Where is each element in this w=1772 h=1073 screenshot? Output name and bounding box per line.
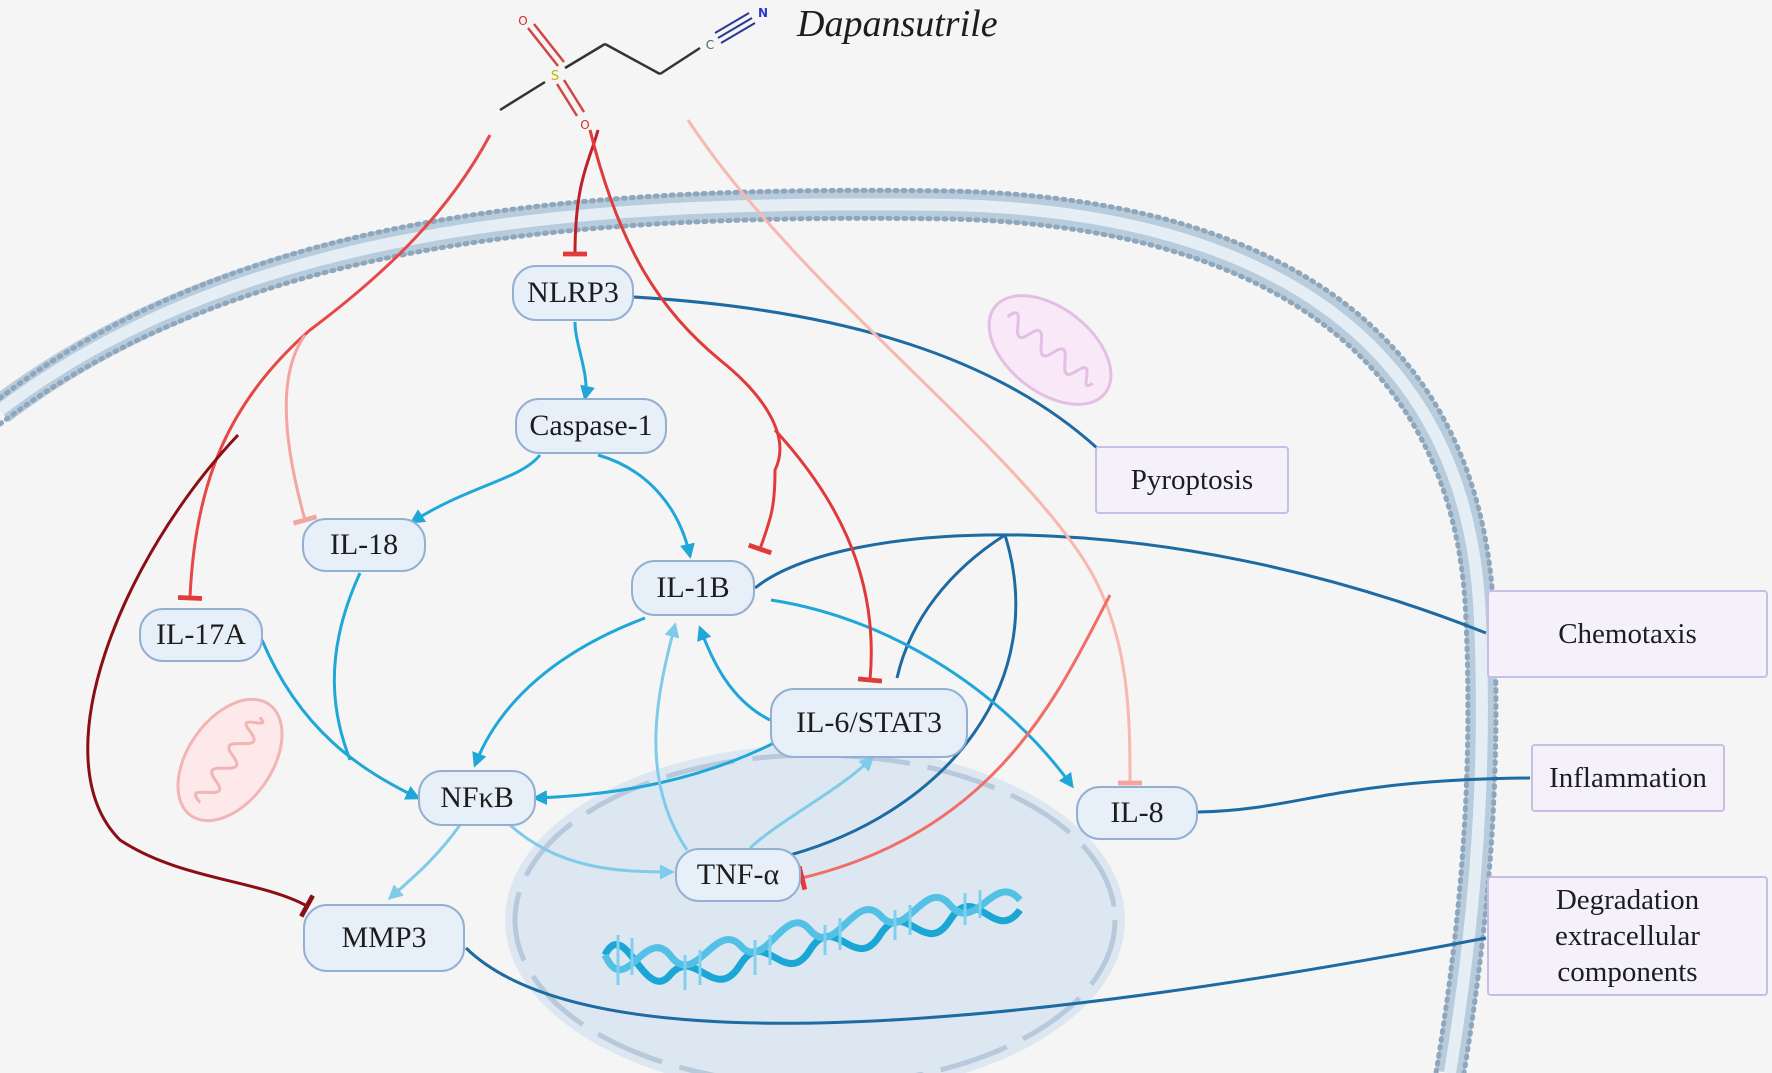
dna-helix <box>601 888 1023 990</box>
link-nlrp3-pyroptosis <box>633 295 1099 450</box>
atom-s: S <box>551 69 559 84</box>
dapansutrile-structure: O S O C N <box>499 6 768 132</box>
outcome-links <box>464 295 1531 1025</box>
inhibit-il1b <box>588 129 782 556</box>
link-tnfa-branch <box>789 534 1018 857</box>
degradation-line-1: Degradation <box>1555 884 1700 916</box>
drug-name: Dapansutrile <box>797 3 998 45</box>
inhibit-il18 <box>284 334 318 526</box>
inhibit-il17a <box>177 134 492 601</box>
node-il8: IL-8 <box>1076 786 1198 840</box>
node-mmp3: MMP3 <box>303 904 465 972</box>
arrow-caspase1-il18 <box>409 454 542 524</box>
inhibit-il6 <box>773 428 883 684</box>
inhibit-nlrp3 <box>562 129 600 257</box>
inhibit-il8 <box>686 119 1143 786</box>
node-tnfa: TNF-α <box>675 848 801 902</box>
arrow-caspase1-il1b <box>597 453 695 559</box>
inhibit-mmp3 <box>86 433 315 918</box>
arrow-nfkb-tnfa <box>508 823 675 880</box>
link-il6-branch <box>895 533 1006 679</box>
activation-arrows <box>260 321 1074 806</box>
node-il6stat3: IL-6/STAT3 <box>770 688 968 758</box>
arrow-nlrp3-caspase1 <box>573 321 595 401</box>
activation-arrows-light <box>387 622 875 901</box>
link-il1b-chemotaxis <box>754 533 1487 635</box>
degradation-line-3: components <box>1557 956 1698 988</box>
arrow-il1b-il8 <box>770 598 1074 789</box>
outcome-pyroptosis: Pyroptosis <box>1095 446 1289 514</box>
arrow-tnfa-il1b <box>654 622 689 851</box>
atom-n: N <box>758 6 768 20</box>
link-il8-inflammation <box>1197 776 1531 814</box>
arrow-tnfa-il6 <box>748 755 875 850</box>
atom-o-top: O <box>518 14 527 28</box>
arrow-il18-nfkb <box>332 572 362 761</box>
arrow-il1b-nfkb <box>472 616 646 768</box>
outcome-inflammation: Inflammation <box>1531 744 1725 812</box>
arrow-nfkb-mmp3 <box>387 824 462 901</box>
arrow-il17a-nfkb <box>260 639 421 800</box>
atom-c: C <box>706 38 714 52</box>
mitochondrion-right <box>987 294 1113 406</box>
outcome-chemotaxis: Chemotaxis <box>1487 590 1768 678</box>
mitochondrion-left <box>176 697 284 823</box>
node-il18: IL-18 <box>302 518 426 572</box>
node-caspase1: Caspase-1 <box>515 398 667 454</box>
node-nfkb: NFκB <box>418 770 536 826</box>
inhibit-tnfa <box>796 594 1112 891</box>
node-il1b: IL-1B <box>631 560 755 616</box>
link-mmp3-degradation <box>464 936 1487 1025</box>
atom-o-bottom: O <box>580 118 589 132</box>
outcome-degradation: Degradation extracellular components <box>1487 876 1768 996</box>
node-nlrp3: NLRP3 <box>512 265 634 321</box>
node-il17a: IL-17A <box>139 608 263 662</box>
inhibition-lines <box>86 119 1143 918</box>
degradation-line-2: extracellular <box>1555 920 1700 952</box>
arrow-il6-il1b <box>697 625 771 722</box>
cell-membrane <box>0 187 1499 1073</box>
